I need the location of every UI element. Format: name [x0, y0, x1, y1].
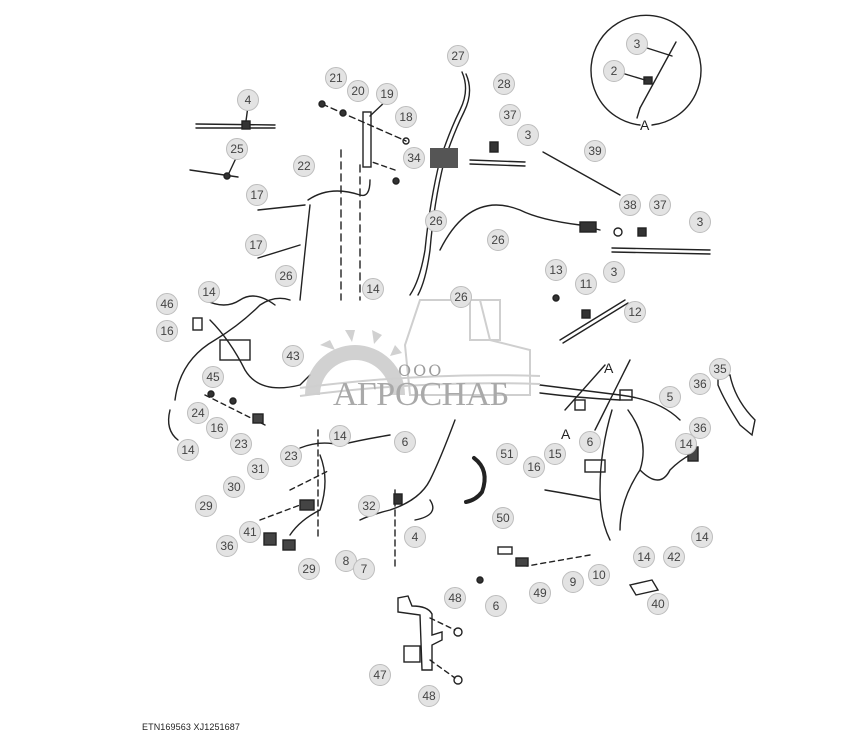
view-letter: A [604, 360, 614, 376]
callout-37: 37 [649, 194, 671, 216]
callout-26: 26 [450, 286, 472, 308]
detail-circle [590, 14, 702, 126]
callout-39: 39 [584, 140, 606, 162]
callout-20: 20 [347, 80, 369, 102]
callout-6: 6 [579, 431, 601, 453]
callout-7: 7 [353, 558, 375, 580]
callout-29: 29 [195, 495, 217, 517]
callout-23: 23 [230, 433, 252, 455]
callout-35: 35 [709, 358, 731, 380]
callout-48: 48 [418, 685, 440, 707]
callout-28: 28 [493, 73, 515, 95]
callout-10: 10 [588, 564, 610, 586]
callout-47: 47 [369, 664, 391, 686]
callout-14: 14 [675, 433, 697, 455]
callout-14: 14 [198, 281, 220, 303]
callout-3: 3 [517, 124, 539, 146]
callout-18: 18 [395, 106, 417, 128]
callout-13: 13 [545, 259, 567, 281]
callout-32: 32 [358, 495, 380, 517]
callout-3: 3 [603, 261, 625, 283]
callout-38: 38 [619, 194, 641, 216]
callout-6: 6 [394, 431, 416, 453]
callout-17: 17 [245, 234, 267, 256]
callout-17: 17 [246, 184, 268, 206]
callout-30: 30 [223, 476, 245, 498]
callout-14: 14 [633, 546, 655, 568]
view-letter: A [640, 117, 650, 133]
callout-15: 15 [544, 443, 566, 465]
callout-36: 36 [216, 535, 238, 557]
callout-31: 31 [247, 458, 269, 480]
figure-caption: ETN169563 XJ1251687 [142, 722, 240, 732]
callout-48: 48 [444, 587, 466, 609]
callout-14: 14 [177, 439, 199, 461]
callout-14: 14 [329, 425, 351, 447]
callout-5: 5 [659, 386, 681, 408]
callout-19: 19 [376, 83, 398, 105]
callout-16: 16 [523, 456, 545, 478]
callout-26: 26 [487, 229, 509, 251]
callout-14: 14 [362, 278, 384, 300]
callout-34: 34 [403, 147, 425, 169]
callout-14: 14 [691, 526, 713, 548]
callout-25: 25 [226, 138, 248, 160]
view-letter: A [561, 426, 571, 442]
callout-37: 37 [499, 104, 521, 126]
callout-23: 23 [280, 445, 302, 467]
callout-22: 22 [293, 155, 315, 177]
callout-12: 12 [624, 301, 646, 323]
callout-36: 36 [689, 373, 711, 395]
callout-42: 42 [663, 546, 685, 568]
callout-40: 40 [647, 593, 669, 615]
callout-36: 36 [689, 417, 711, 439]
callout-45: 45 [202, 366, 224, 388]
watermark-name: АГРОСНАБ [333, 376, 509, 413]
callout-26: 26 [425, 210, 447, 232]
callout-2: 2 [603, 60, 625, 82]
rod-39 [542, 151, 621, 196]
callout-27: 27 [447, 45, 469, 67]
watermark-prefix: ООО [398, 361, 444, 380]
callout-21: 21 [325, 67, 347, 89]
callout-41: 41 [239, 521, 261, 543]
callout-16: 16 [156, 320, 178, 342]
callout-4: 4 [404, 526, 426, 548]
callout-6: 6 [485, 595, 507, 617]
callout-3: 3 [689, 211, 711, 233]
callout-16: 16 [206, 417, 228, 439]
callout-11: 11 [575, 273, 597, 295]
callout-26: 26 [275, 265, 297, 287]
watermark-gear [305, 330, 405, 395]
callout-29: 29 [298, 558, 320, 580]
callout-49: 49 [529, 582, 551, 604]
callout-46: 46 [156, 293, 178, 315]
callout-50: 50 [492, 507, 514, 529]
callout-9: 9 [562, 571, 584, 593]
callout-51: 51 [496, 443, 518, 465]
watermark-combine [299, 299, 541, 397]
callout-43: 43 [282, 345, 304, 367]
callout-24: 24 [187, 402, 209, 424]
connector-block [430, 148, 458, 168]
callout-4: 4 [237, 89, 259, 111]
callout-3: 3 [626, 33, 648, 55]
